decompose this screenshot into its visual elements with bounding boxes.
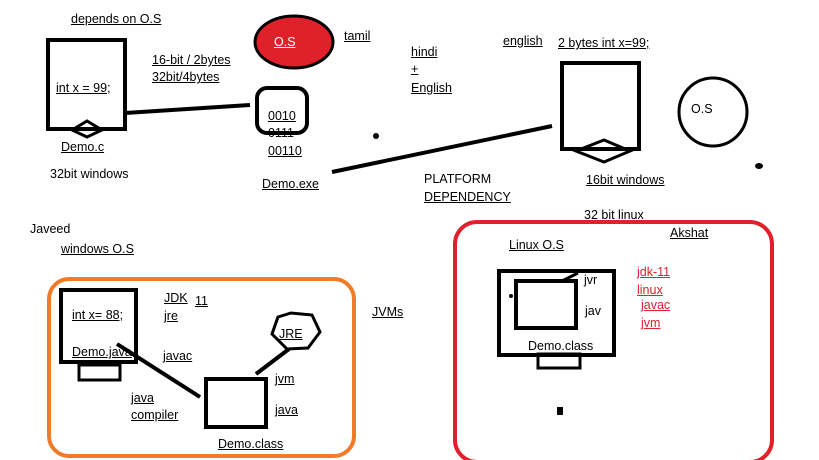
dot-1 xyxy=(373,133,379,139)
windows-16bit-computer xyxy=(560,61,641,164)
red-list-javac: javac xyxy=(641,298,671,312)
red-list-linux: linux xyxy=(637,283,663,297)
binary-line-2: 0111 xyxy=(268,126,294,140)
demo-class-label-1: Demo.class xyxy=(218,437,284,451)
size-16bit-label: 16-bit / 2bytes xyxy=(152,53,231,67)
demo-class-label-2: Demo.class xyxy=(528,339,594,353)
jre-hexagon-label: JRE xyxy=(279,327,303,341)
tamil-label: tamil xyxy=(344,29,371,43)
jvms-label: JVMs xyxy=(372,305,404,319)
windows-jvm-frame xyxy=(47,277,356,458)
java-label: java xyxy=(275,403,298,417)
win32-label: 32bit windows xyxy=(50,167,129,181)
red-list-jdk: jdk-11 xyxy=(637,265,671,279)
two-bytes-label: 2 bytes int x=99; xyxy=(558,36,650,50)
demo-c-label: Demo.c xyxy=(61,140,105,154)
size-32bit-label: 32bit/4bytes xyxy=(152,70,220,84)
connector-demo-c-to-binary xyxy=(124,103,251,115)
int-x-99-label: int x = 99; xyxy=(56,81,111,95)
dependency-label: DEPENDENCY xyxy=(424,190,511,204)
jvr-label: jvr xyxy=(584,273,598,287)
java-compiler-line-2: compiler xyxy=(131,408,179,422)
os-circle xyxy=(677,76,749,148)
demo-java-computer xyxy=(59,288,138,382)
win16-label: 16bit windows xyxy=(586,173,665,187)
binary-line-1: 0010 xyxy=(268,109,296,123)
dot-4 xyxy=(509,294,513,298)
english-cap-label: English xyxy=(411,81,452,95)
os-red-label: O.S xyxy=(274,35,296,49)
demo-class-box xyxy=(204,377,268,429)
demo-exe-label: Demo.exe xyxy=(262,177,319,191)
dot-2 xyxy=(755,163,763,169)
jvm-label: jvm xyxy=(275,372,295,386)
linux-jvm-frame xyxy=(453,220,774,460)
hindi-label: hindi xyxy=(411,45,438,59)
connector-exe-to-16bit xyxy=(331,124,553,174)
javeed-label: Javeed xyxy=(30,222,71,236)
english-label: english xyxy=(503,34,543,48)
plus-label: + xyxy=(411,62,419,76)
linux-computer xyxy=(497,269,616,370)
demo-java-label: Demo.java xyxy=(72,345,132,359)
depends-on-os-label: depends on O.S xyxy=(71,12,162,26)
os-circle-label: O.S xyxy=(691,102,713,116)
jdk-label: JDK xyxy=(164,291,188,305)
jav-label: jav xyxy=(585,304,601,318)
connector-compile xyxy=(115,342,202,399)
linux-os-label: Linux O.S xyxy=(509,238,564,252)
platform-label: PLATFORM xyxy=(424,172,492,186)
java-compiler-line-1: java xyxy=(131,391,154,405)
connector-class-to-jre xyxy=(254,347,291,376)
binary-box xyxy=(255,86,309,135)
int-x-88-label: int x= 88; xyxy=(72,308,124,322)
binary-line-3: 00110 xyxy=(268,144,302,158)
jdk-version-label: 11 xyxy=(195,294,208,308)
windows-os-label: windows O.S xyxy=(61,242,134,256)
os-red-ellipse xyxy=(253,14,335,70)
demo-c-computer xyxy=(46,38,127,139)
dot-3 xyxy=(557,407,563,415)
red-list-jvm: jvm xyxy=(641,316,661,330)
javac-label: javac xyxy=(163,349,193,363)
akshat-label: Akshat xyxy=(670,226,709,240)
jre-label: jre xyxy=(164,309,178,323)
jre-hexagon xyxy=(270,311,322,351)
linux32-label: 32 bit linux xyxy=(584,208,644,222)
